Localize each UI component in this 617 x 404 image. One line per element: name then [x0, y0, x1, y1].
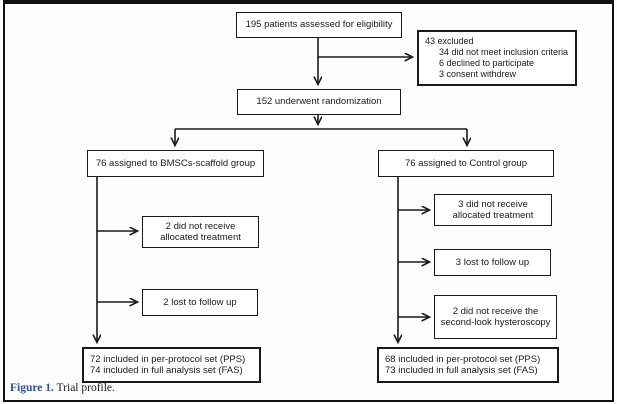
node-control-not-received: 3 did not receive allocated treatment — [434, 194, 552, 226]
bmsc-outcome-fas: 74 included in full analysis set (FAS) — [90, 365, 243, 376]
node-control-lost: 3 lost to follow up — [434, 249, 551, 276]
excluded-reason: 34 did not meet inclusion criteria — [439, 47, 569, 57]
control-outcome-pps: 68 included in per-protocol set (PPS) — [385, 353, 541, 365]
bmsc-outcome-pps: 72 included in per-protocol set (PPS) — [90, 353, 246, 365]
node-bmsc-group: 76 assigned to BMSCs-scaffold group — [87, 150, 264, 177]
excluded-reason: 6 declined to participate — [439, 58, 535, 68]
node-bmsc-not-received: 2 did not receive allocated treatment — [142, 216, 259, 248]
figure-caption-label: Figure 1. — [10, 382, 54, 394]
node-control-no-hysteroscopy: 2 did not receive the second-look hyster… — [434, 295, 557, 339]
figure-caption-text: Trial profile. — [56, 382, 115, 394]
node-excluded: 43 excluded 34 did not meet inclusion cr… — [417, 30, 577, 86]
figure-caption: Figure 1. Trial profile. — [10, 382, 115, 394]
node-randomization: 152 underwent randomization — [237, 89, 401, 115]
excluded-title: 43 excluded — [425, 36, 474, 46]
node-bmsc-lost: 2 lost to follow up — [142, 289, 258, 316]
node-control-outcome: 68 included in per-protocol set (PPS) 73… — [377, 347, 559, 383]
control-outcome-fas: 73 included in full analysis set (FAS) — [385, 365, 538, 376]
excluded-reason: 3 consent withdrew — [439, 69, 517, 79]
node-eligibility: 195 patients assessed for eligibility — [236, 12, 402, 38]
node-control-group: 76 assigned to Control group — [378, 150, 554, 177]
node-bmsc-outcome: 72 included in per-protocol set (PPS) 74… — [82, 347, 261, 383]
